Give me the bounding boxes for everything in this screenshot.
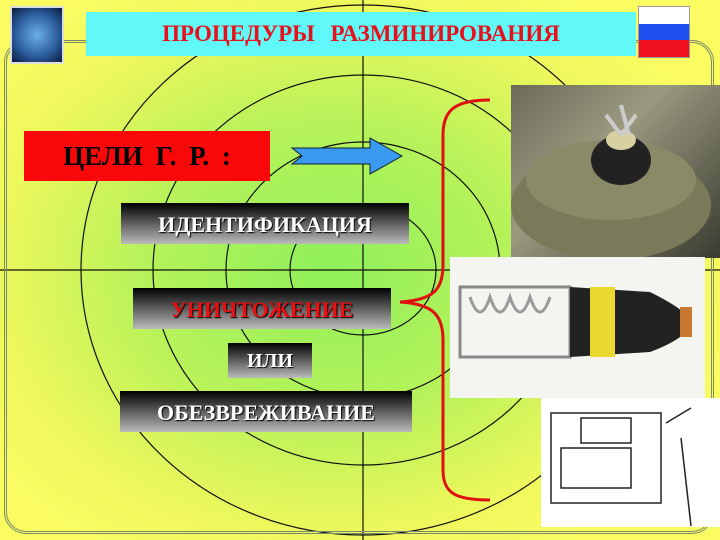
identification-label: ИДЕНТИФИКАЦИЯ (121, 203, 409, 244)
destruction-label: УНИЧТОЖЕНИЕ (133, 288, 391, 329)
goals-label: ЦЕЛИ Г. Р. : (24, 131, 270, 181)
antipersonnel-mine-photo (511, 85, 720, 258)
fuse-photo (450, 257, 705, 398)
device-diagram (541, 398, 720, 527)
or-label: ИЛИ (228, 343, 312, 378)
arrow-right-icon (290, 137, 404, 175)
russian-flag-icon (638, 6, 690, 58)
slide-title: ПРОЦЕДУРЫ РАЗМИНИРОВАНИЯ (86, 12, 636, 56)
emergency-ministry-logo (10, 6, 64, 64)
curly-brace (399, 98, 491, 502)
neutralization-label: ОБЕЗВРЕЖИВАНИЕ (120, 391, 412, 432)
